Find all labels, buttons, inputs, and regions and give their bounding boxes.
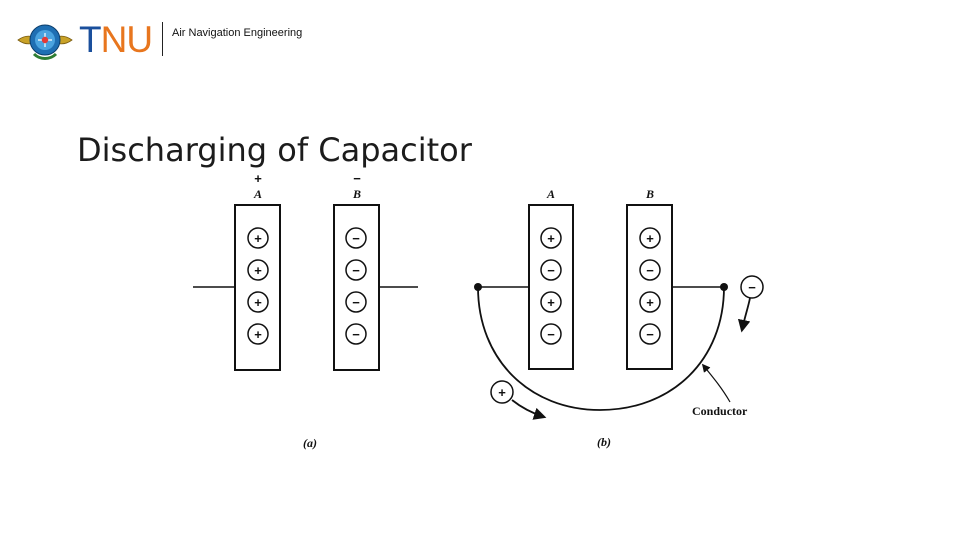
charge-circle <box>540 227 562 249</box>
fig-a-plate-a-polarity: + <box>254 171 262 186</box>
fig-a-plate-b <box>333 204 380 371</box>
charge-circle <box>345 323 367 345</box>
department-name: Air Navigation Engineering <box>172 27 303 39</box>
charge-sign: − <box>352 263 360 278</box>
charge-sign: − <box>646 263 654 278</box>
slide-title: Discharging of Capacitor <box>77 131 472 170</box>
charge-circle <box>247 227 269 249</box>
fig-a-plate-a-label: A <box>253 187 262 201</box>
figure-b: A B + − + − + − + − <box>474 187 764 449</box>
fig-b-caption: (b) <box>597 435 611 449</box>
fig-a-caption: (a) <box>303 436 317 450</box>
charge-circle <box>639 227 661 249</box>
charge-circle <box>247 259 269 281</box>
fig-a-plate-a-charges: + + + + <box>247 227 269 345</box>
brand-divider <box>162 22 163 56</box>
charge-sign: + <box>254 327 262 342</box>
charge-sign: − <box>547 327 555 342</box>
figure-a: + A − B + + + + − − − − (a) <box>193 171 418 450</box>
charge-circle <box>345 259 367 281</box>
charge-sign: + <box>646 295 654 310</box>
fig-b-plate-b-label: B <box>645 187 654 201</box>
negative-carrier-arrow <box>737 297 751 333</box>
positive-carrier-sign: + <box>498 385 506 400</box>
charge-circle <box>540 259 562 281</box>
charge-circle <box>540 291 562 313</box>
brand-letter-t: T <box>79 19 102 60</box>
charge-sign: + <box>547 295 555 310</box>
charge-circle <box>639 259 661 281</box>
charge-circle <box>247 291 269 313</box>
fig-b-plate-a-label: A <box>546 187 555 201</box>
charge-sign: − <box>352 327 360 342</box>
charge-sign: + <box>254 295 262 310</box>
charge-circle <box>345 291 367 313</box>
charge-sign: + <box>254 263 262 278</box>
charge-circle <box>540 323 562 345</box>
positive-carrier-arrow <box>511 399 547 420</box>
charge-sign: − <box>352 231 360 246</box>
charge-circle <box>247 323 269 345</box>
fig-a-plate-b-polarity: − <box>353 171 361 186</box>
fig-b-plate-a-charges: + − + − <box>540 227 562 345</box>
fig-a-plate-a <box>234 204 281 371</box>
negative-carrier-sign: − <box>748 280 756 295</box>
positive-carrier <box>490 380 514 404</box>
conductor-wire <box>477 286 725 411</box>
fig-b-plate-b-charges: + − + − <box>639 227 661 345</box>
charge-sign: + <box>547 231 555 246</box>
charge-sign: − <box>352 295 360 310</box>
brand-letters-nu: NU <box>100 19 153 60</box>
charge-circle <box>639 323 661 345</box>
fig-a-plate-b-charges: − − − − <box>345 227 367 345</box>
tnu-emblem-icon <box>17 24 73 60</box>
charge-sign: − <box>646 327 654 342</box>
conductor-label: Conductor <box>692 404 748 418</box>
negative-carrier <box>740 275 764 299</box>
charge-sign: + <box>254 231 262 246</box>
fig-a-plate-b-label: B <box>352 187 361 201</box>
charge-sign: − <box>547 263 555 278</box>
charge-sign: + <box>646 231 654 246</box>
brand-name: TNU <box>79 18 153 62</box>
charge-circle <box>345 227 367 249</box>
charge-circle <box>639 291 661 313</box>
conductor-pointer-arrow <box>701 363 731 403</box>
